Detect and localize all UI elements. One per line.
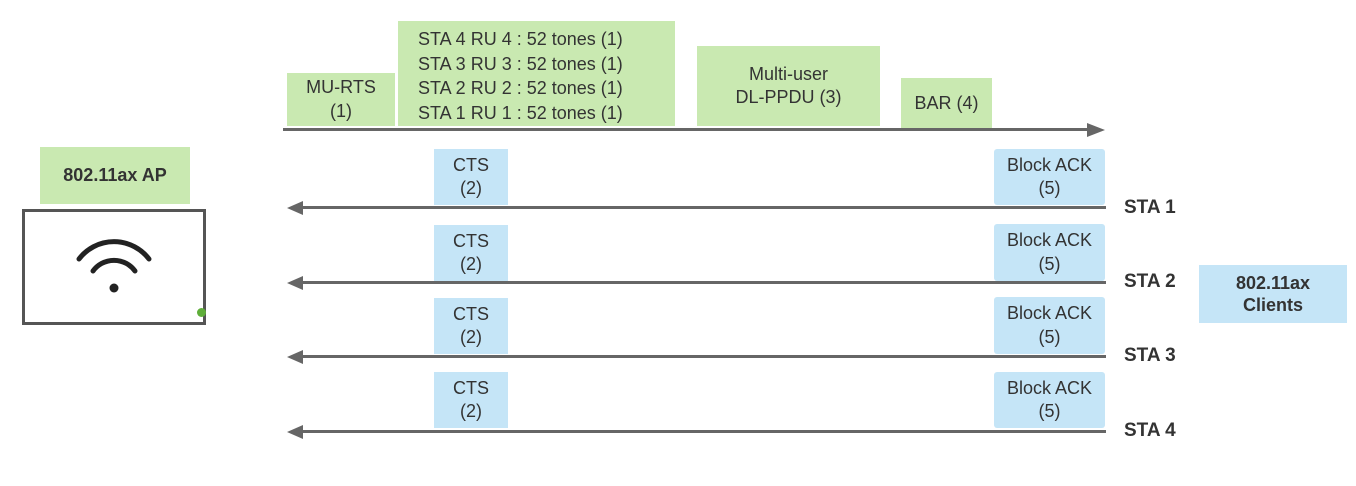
ru-assignment-line: STA 4 RU 4 : 52 tones (1) <box>418 29 623 49</box>
cts-box: CTS (2) <box>434 298 508 354</box>
cts-line1: CTS <box>453 303 489 324</box>
multi-user-line1: Multi-user <box>748 63 828 84</box>
mu-rts-box: MU-RTS (1) <box>287 73 395 126</box>
uplink-arrow-line <box>302 281 1106 284</box>
uplink-arrow-line <box>302 206 1106 209</box>
uplink-arrow-line <box>302 355 1106 358</box>
block-ack-box: Block ACK (5) <box>994 224 1105 281</box>
cts-box: CTS (2) <box>434 372 508 428</box>
cts-line1: CTS <box>453 377 489 398</box>
access-point-device <box>22 209 206 325</box>
station-label: STA 4 <box>1124 420 1176 441</box>
downlink-arrow-head <box>1087 123 1105 137</box>
cts-line2: (2) <box>460 401 482 421</box>
cts-line2: (2) <box>460 254 482 274</box>
block-ack-line2: (5) <box>1038 253 1061 274</box>
cts-line2: (2) <box>460 178 482 198</box>
clients-label-text: 802.11ax Clients <box>1235 272 1311 316</box>
cts-line2: (2) <box>460 327 482 347</box>
cts-line1: CTS <box>453 154 489 175</box>
status-led <box>197 308 206 317</box>
uplink-arrow-head <box>287 276 303 290</box>
cts-line1: CTS <box>453 230 489 251</box>
station-label: STA 1 <box>1124 197 1176 218</box>
block-ack-box: Block ACK (5) <box>994 149 1105 205</box>
mu-rts-text: MU-RTS (1) <box>306 77 376 121</box>
bar-text: BAR (4) <box>914 93 979 114</box>
ap-label: 802.11ax AP <box>40 147 190 204</box>
multi-user-line2: DL-PPDU (3) <box>735 87 842 107</box>
station-label: STA 2 <box>1124 271 1176 292</box>
block-ack-line2: (5) <box>1038 401 1061 421</box>
block-ack-box: Block ACK (5) <box>994 372 1105 428</box>
bar-box: BAR (4) <box>901 78 992 130</box>
ru-assignment-line: STA 1 RU 1 : 52 tones (1) <box>418 102 623 123</box>
ru-assignment-line: STA 3 RU 3 : 52 tones (1) <box>418 53 623 74</box>
cts-box: CTS (2) <box>434 225 508 281</box>
block-ack-line2: (5) <box>1038 178 1061 198</box>
wifi-icon <box>76 239 152 293</box>
block-ack-box: Block ACK (5) <box>994 297 1105 354</box>
block-ack-line2: (5) <box>1038 326 1061 347</box>
block-ack-line1: Block ACK <box>1006 154 1093 175</box>
uplink-arrow-head <box>287 201 303 215</box>
cts-box: CTS (2) <box>434 149 508 205</box>
ap-label-text: 802.11ax AP <box>63 164 167 185</box>
multi-user-ppdu-box: Multi-user DL-PPDU (3) <box>697 46 880 126</box>
station-label: STA 3 <box>1124 345 1176 366</box>
block-ack-line1: Block ACK <box>1006 377 1093 398</box>
ru-assignment-line: STA 2 RU 2 : 52 tones (1) <box>418 78 623 98</box>
clients-label: 802.11ax Clients <box>1199 265 1347 323</box>
block-ack-line1: Block ACK <box>1006 303 1093 324</box>
uplink-arrow-line <box>302 430 1106 433</box>
uplink-arrow-head <box>287 350 303 364</box>
downlink-arrow-line <box>283 128 1089 131</box>
block-ack-line1: Block ACK <box>1006 230 1093 251</box>
ru-assignment-box: STA 4 RU 4 : 52 tones (1) STA 3 RU 3 : 5… <box>398 21 675 126</box>
uplink-arrow-head <box>287 425 303 439</box>
